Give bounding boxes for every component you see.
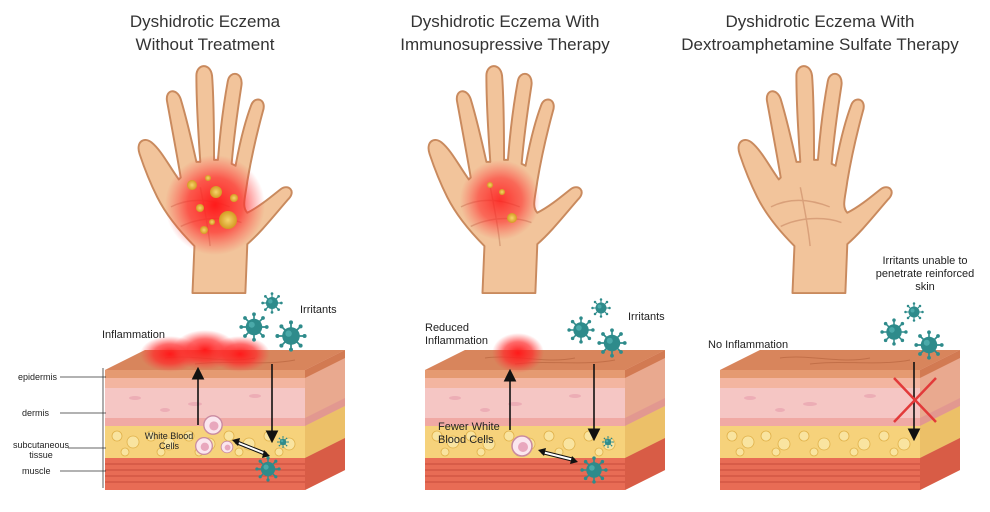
panel-2-palm-inflammation xyxy=(460,160,540,240)
panel-2-title: Dyshidrotic Eczema With Immunosupressive… xyxy=(370,10,640,56)
panel-1-title-line2: Without Treatment xyxy=(90,33,320,56)
panel-3-irritants-icons xyxy=(878,300,950,366)
panel-1-wbc-label: White Blood Cells xyxy=(139,431,199,451)
panel-2-wbc-label-line2: Blood Cells xyxy=(438,434,500,447)
panel-1-wbc-label-line1: White Blood xyxy=(139,431,199,441)
layer-label-muscle: muscle xyxy=(22,466,51,476)
panel-1-palm-inflammation xyxy=(165,155,265,255)
virus-icon xyxy=(904,302,924,322)
panel-2-inflammation-label-line2: Inflammation xyxy=(425,335,488,348)
layer-label-subcutaneous: subcutaneous tissue xyxy=(10,440,72,460)
panel-3-irritants-label-line2: penetrate reinforced xyxy=(860,268,990,281)
virus-icon xyxy=(255,456,280,481)
panel-2-wbc-label-line1: Fewer White xyxy=(438,421,500,434)
virus-icon xyxy=(580,456,607,483)
block-x-icon xyxy=(894,378,936,422)
panel-3-irritants-label-line3: skin xyxy=(860,281,990,294)
panel-1-hand-illustration xyxy=(120,60,310,295)
virus-icon xyxy=(277,436,289,448)
panel-3-blocked-arrow xyxy=(880,360,950,450)
panel-1-layer-bracket-lines xyxy=(0,0,110,512)
panel-2-irritants-icons xyxy=(565,296,635,362)
panel-3-title-line2: Dextroamphetamine Sulfate Therapy xyxy=(665,33,975,56)
panel-1-wbc-label-line2: Cells xyxy=(139,441,199,451)
panel-3-title-line1: Dyshidrotic Eczema With xyxy=(665,10,975,33)
panel-1-irritants-icons xyxy=(235,290,315,360)
panel-2-dermis-irritants xyxy=(578,432,618,492)
panel-1-inflammation-label: Inflammation xyxy=(102,329,165,342)
panel-2-inflammation-label-line1: Reduced xyxy=(425,322,488,335)
virus-icon xyxy=(567,316,594,343)
panel-2-title-line1: Dyshidrotic Eczema With xyxy=(370,10,640,33)
virus-icon xyxy=(914,330,943,359)
panel-3-irritants-label: Irritants unable to penetrate reinforced… xyxy=(860,255,990,294)
panel-1-title: Dyshidrotic Eczema Without Treatment xyxy=(90,10,320,56)
panel-2-white-blood-cells xyxy=(508,432,538,462)
white-blood-cell-icon xyxy=(512,436,532,456)
panel-3-irritants-label-line1: Irritants unable to xyxy=(860,255,990,268)
virus-icon xyxy=(591,298,611,318)
panel-1-white-blood-cells xyxy=(190,410,250,470)
panel-3-title: Dyshidrotic Eczema With Dextroamphetamin… xyxy=(665,10,975,56)
layer-label-subcutaneous-line2: tissue xyxy=(10,450,72,460)
panel-2-hand-illustration xyxy=(410,60,600,295)
virus-icon xyxy=(597,328,626,357)
panel-2-wbc-label: Fewer White Blood Cells xyxy=(438,421,500,447)
panel-2-inflammation-label: Reduced Inflammation xyxy=(425,322,488,348)
layer-label-epidermis: epidermis xyxy=(18,372,57,382)
layer-label-dermis: dermis xyxy=(22,408,49,418)
panel-1-dermis-irritants xyxy=(255,432,295,492)
white-blood-cell-icon xyxy=(204,416,222,434)
panel-2-title-line2: Immunosupressive Therapy xyxy=(370,33,640,56)
virus-icon xyxy=(275,320,306,351)
virus-icon xyxy=(261,292,282,313)
virus-icon xyxy=(602,436,614,448)
white-blood-cell-icon xyxy=(221,441,233,453)
panel-3-inflammation-label: No Inflammation xyxy=(708,339,788,352)
layer-label-subcutaneous-line1: subcutaneous xyxy=(10,440,72,450)
virus-icon xyxy=(880,318,907,345)
panel-1-title-line1: Dyshidrotic Eczema xyxy=(90,10,320,33)
virus-icon xyxy=(239,312,268,341)
